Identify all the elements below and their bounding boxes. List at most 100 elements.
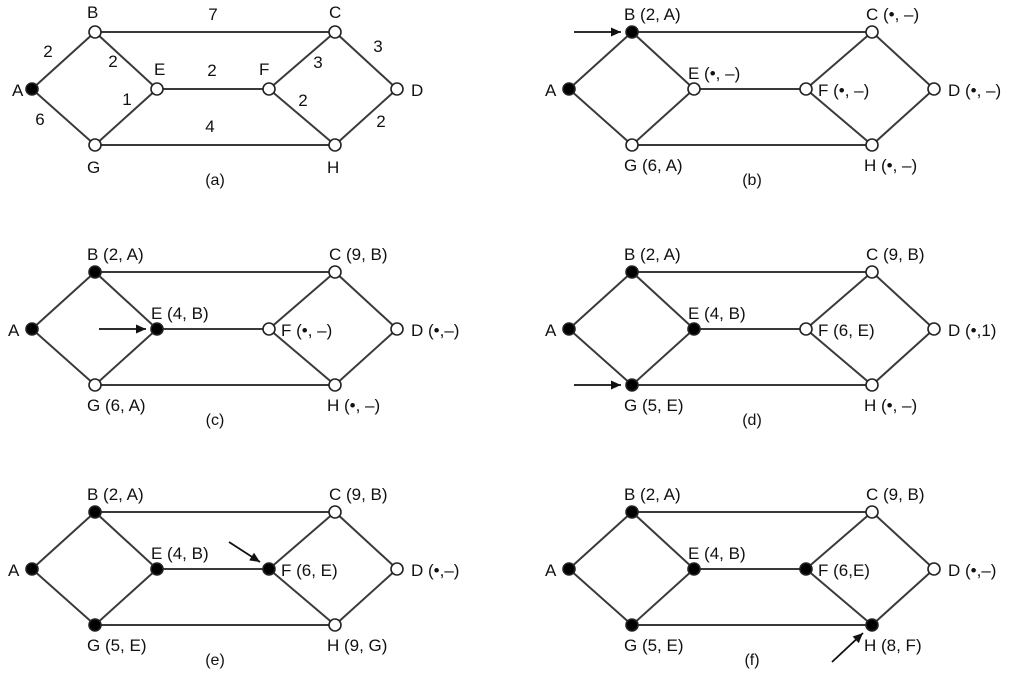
edge-c-d: [334, 31, 398, 90]
edge-d-h: [334, 88, 398, 146]
node-c: [328, 265, 342, 279]
edge-a-b: [568, 511, 633, 570]
edge-weight-b-e: 2: [108, 52, 117, 71]
node-e: [687, 82, 701, 96]
node-d: [390, 82, 404, 96]
node-label-f: F (6, E): [281, 561, 338, 580]
panel-caption: (b): [742, 172, 762, 189]
node-label-f: F (6,E): [818, 561, 870, 580]
node-f: [799, 562, 813, 576]
edge-d-h: [871, 568, 935, 626]
panel-b: AB (2, A)C (•, –)D (•, –)E (•, –)F (•, –…: [545, 5, 1001, 189]
node-b: [625, 265, 639, 279]
edge-a-b: [568, 271, 633, 330]
node-label-h: H (•, –): [327, 396, 380, 415]
node-c: [328, 505, 342, 519]
node-label-g: G (6, A): [87, 396, 146, 415]
node-label-h: H (9, G): [327, 636, 387, 655]
node-a: [562, 82, 576, 96]
edge-d-h: [871, 328, 935, 386]
node-label-b: B (2, A): [87, 245, 144, 264]
node-a: [562, 562, 576, 576]
node-label-a: A: [8, 321, 20, 340]
node-label-g: G (5, E): [624, 396, 684, 415]
node-label-h: H: [327, 158, 339, 177]
edge-g-e: [631, 568, 695, 626]
node-f: [262, 562, 276, 576]
node-e: [687, 562, 701, 576]
node-label-d: D (•,1): [948, 321, 996, 340]
edge-c-f: [805, 31, 873, 90]
arrow-head-icon: [852, 633, 863, 644]
node-label-a: A: [545, 81, 557, 100]
node-a: [25, 322, 39, 336]
node-f: [262, 82, 276, 96]
node-c: [865, 265, 879, 279]
node-label-b: B (2, A): [87, 485, 144, 504]
node-g: [88, 618, 102, 632]
node-e: [687, 322, 701, 336]
node-label-f: F: [259, 60, 269, 79]
edge-b-e: [631, 271, 695, 330]
node-label-d: D: [411, 81, 423, 100]
node-b: [88, 25, 102, 39]
node-label-h: H (•, –): [864, 156, 917, 175]
edge-a-g: [31, 88, 96, 146]
edge-a-g: [568, 568, 633, 626]
node-label-d: D (•,–): [948, 561, 996, 580]
node-label-d: D (•, –): [948, 81, 1001, 100]
edge-weight-c-d: 3: [373, 37, 382, 56]
edge-a-b: [31, 511, 96, 570]
panel-caption: (f): [744, 652, 759, 669]
edge-g-e: [631, 88, 695, 146]
edge-a-g: [31, 328, 96, 386]
edge-c-f: [268, 511, 336, 570]
node-g: [625, 618, 639, 632]
edge-weight-a-g: 6: [35, 110, 44, 129]
node-h: [328, 618, 342, 632]
node-label-f: F (6, E): [818, 321, 875, 340]
edge-a-g: [568, 328, 633, 386]
edge-c-d: [334, 511, 398, 570]
node-g: [88, 378, 102, 392]
node-label-e: E (•, –): [688, 64, 740, 83]
node-h: [865, 618, 879, 632]
panel-f: AB (2, A)C (9, B)D (•,–)E (4, B)F (6,E)G…: [545, 485, 996, 669]
node-d: [927, 322, 941, 336]
node-label-b: B (2, A): [624, 485, 681, 504]
edge-a-g: [568, 88, 633, 146]
node-label-b: B (2, A): [624, 5, 681, 24]
node-label-e: E (4, B): [688, 544, 746, 563]
node-label-f: F (•, –): [818, 81, 869, 100]
node-g: [625, 138, 639, 152]
edge-d-h: [871, 88, 935, 146]
edge-c-d: [871, 271, 935, 330]
node-label-b: B: [87, 3, 98, 22]
edge-g-e: [94, 88, 158, 146]
node-label-a: A: [545, 321, 557, 340]
node-f: [262, 322, 276, 336]
edge-f-h: [268, 88, 336, 146]
edge-weight-c-f: 3: [313, 53, 322, 72]
edge-b-e: [94, 511, 158, 570]
node-label-g: G: [87, 158, 100, 177]
node-label-h: H (8, F): [864, 636, 922, 655]
edge-a-b: [31, 31, 96, 90]
arrow-head-icon: [136, 324, 146, 334]
node-label-e: E (4, B): [151, 304, 209, 323]
edge-d-h: [334, 568, 398, 626]
edge-weight-a-b: 2: [43, 42, 52, 61]
edge-f-h: [268, 568, 336, 626]
node-label-e: E: [154, 60, 165, 79]
edge-b-e: [94, 271, 158, 330]
node-label-c: C (9, B): [329, 245, 388, 264]
edge-weight-d-h: 2: [376, 112, 385, 131]
panel-caption: (a): [205, 172, 225, 189]
node-label-c: C (9, B): [866, 245, 925, 264]
node-a: [562, 322, 576, 336]
arrow-head-icon: [611, 380, 621, 390]
edge-g-e: [94, 328, 158, 386]
edge-d-h: [334, 328, 398, 386]
node-h: [865, 138, 879, 152]
edge-f-h: [805, 568, 873, 626]
